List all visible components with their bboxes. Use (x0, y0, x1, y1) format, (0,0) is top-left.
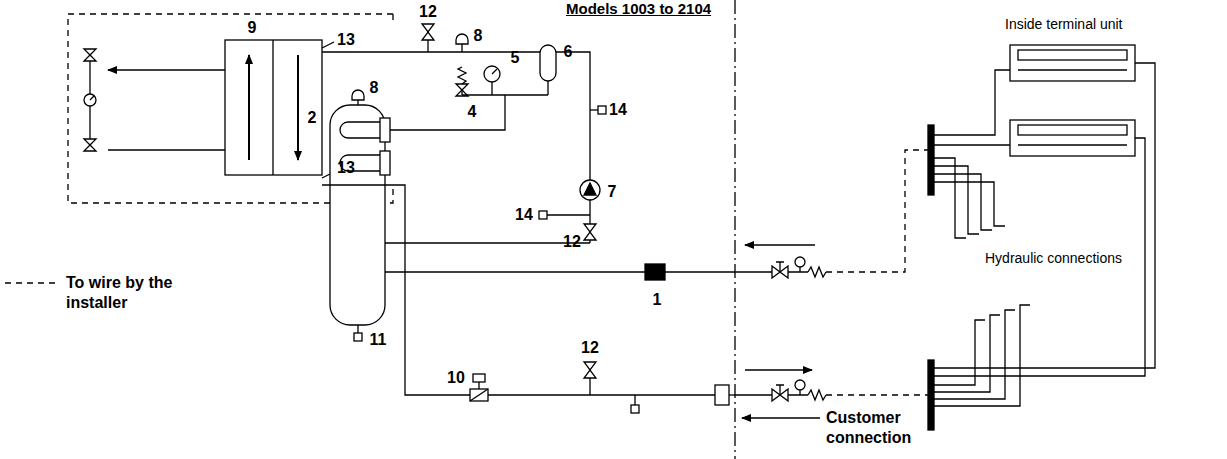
callout-number: 11 (370, 332, 387, 348)
callout-number: 1 (653, 292, 662, 308)
callout-number: 12 (419, 4, 437, 20)
diagram-title: Models 1003 to 2104 (566, 0, 711, 17)
callout-number: 13 (337, 32, 355, 48)
callout-number: 7 (608, 184, 617, 200)
callout-number: 12 (581, 340, 599, 356)
callout-number: 10 (447, 370, 465, 386)
section-note: Customer connection (826, 408, 926, 448)
part-label: Inside terminal unit (1005, 16, 1123, 32)
callout-number: 4 (468, 104, 477, 120)
callout-number: 8 (474, 28, 483, 44)
callout-number: 9 (248, 20, 257, 36)
part-label: Hydraulic connections (985, 250, 1122, 266)
callout-number: 12 (563, 234, 581, 250)
callout-number: 5 (511, 50, 520, 66)
callout-number: 13 (337, 160, 355, 176)
callout-number: 14 (609, 102, 627, 118)
legend-text: To wire by the installer (66, 273, 174, 313)
legend-dash-sample (5, 282, 58, 283)
callout-number: 6 (564, 44, 573, 60)
callout-number: 2 (308, 110, 317, 126)
callout-number: 14 (515, 207, 533, 223)
callout-number: 8 (370, 80, 379, 96)
